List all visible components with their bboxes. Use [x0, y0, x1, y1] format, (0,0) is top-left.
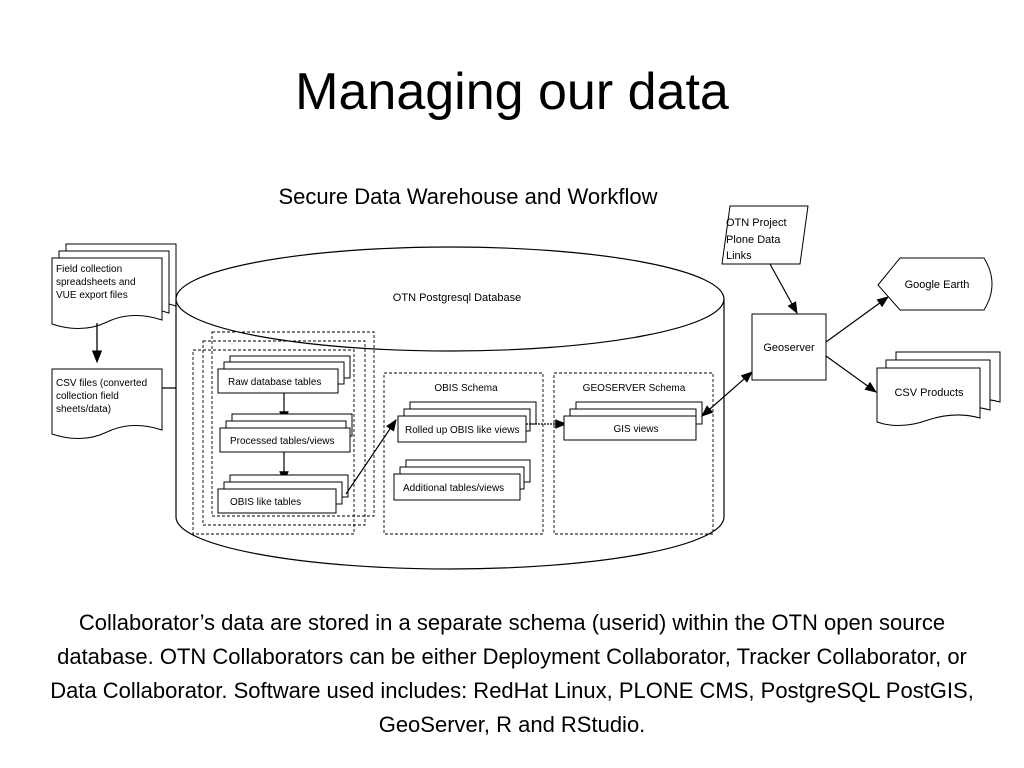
geoserver-schema-label: GEOSERVER Schema	[583, 383, 686, 394]
csv-files-document: CSV files (converted collection field sh…	[51, 368, 163, 439]
rolled-up-label: Rolled up OBIS like views	[405, 425, 520, 436]
geoserver-to-csv-arrow	[825, 355, 877, 393]
obis-schema-label: OBIS Schema	[434, 383, 498, 394]
obis-to-rolled-arrow	[345, 419, 397, 495]
staging-tables-group	[192, 331, 375, 535]
csv-docs-line-1: CSV files (converted	[56, 378, 147, 389]
field-docs-line-3: VUE export files	[56, 290, 128, 301]
processed-tables-stack: Processed tables/views	[219, 413, 353, 453]
gis-views-stack: GIS views	[563, 401, 703, 441]
otn-project-line-2: Plone Data	[726, 234, 781, 246]
otn-to-geoserver-arrow	[769, 263, 798, 315]
geoserver-schema-group: GEOSERVER Schema	[553, 372, 714, 535]
additional-tables-label: Additional tables/views	[403, 483, 504, 494]
rolled-up-views-stack: Rolled up OBIS like views	[397, 401, 537, 443]
field-docs-line-1: Field collection	[56, 264, 122, 275]
field-docs-line-2: spreadsheets and	[56, 277, 136, 288]
slide-title: Managing our data	[295, 63, 729, 121]
google-earth-label: Google Earth	[905, 279, 970, 291]
geoserver-box: Geoserver	[751, 313, 827, 381]
gis-geoserver-arrow	[701, 371, 753, 417]
csv-docs-line-3: sheets/data)	[56, 404, 111, 415]
csv-docs-line-2: collection field	[56, 391, 119, 402]
processed-tables-label: Processed tables/views	[230, 436, 335, 447]
geoserver-label: Geoserver	[763, 342, 815, 354]
csv-products-label: CSV Products	[894, 387, 964, 399]
gis-views-label: GIS views	[613, 424, 658, 435]
obis-schema-group: OBIS Schema	[383, 372, 544, 535]
geoserver-to-earth-arrow	[825, 296, 889, 343]
additional-tables-stack: Additional tables/views	[393, 459, 531, 501]
otn-project-line-1: OTN Project	[726, 217, 787, 229]
obis-like-tables-stack: OBIS like tables	[217, 474, 349, 514]
google-earth-output: Google Earth	[877, 257, 993, 311]
csv-products-documents: CSV Products	[876, 351, 1001, 426]
raw-tables-label: Raw database tables	[228, 377, 321, 388]
diagram-subtitle: Secure Data Warehouse and Workflow	[278, 184, 658, 209]
otn-project-line-3: Links	[726, 250, 752, 262]
raw-tables-stack: Raw database tables	[217, 355, 351, 394]
field-collection-documents: Field collection spreadsheets and VUE ex…	[51, 243, 177, 329]
database-label: OTN Postgresql Database	[393, 292, 521, 304]
otn-project-links: OTN Project Plone Data Links	[721, 205, 809, 265]
obis-like-tables-label: OBIS like tables	[230, 497, 301, 508]
slide-caption: Collaborator’s data are stored in a sepa…	[50, 610, 974, 737]
